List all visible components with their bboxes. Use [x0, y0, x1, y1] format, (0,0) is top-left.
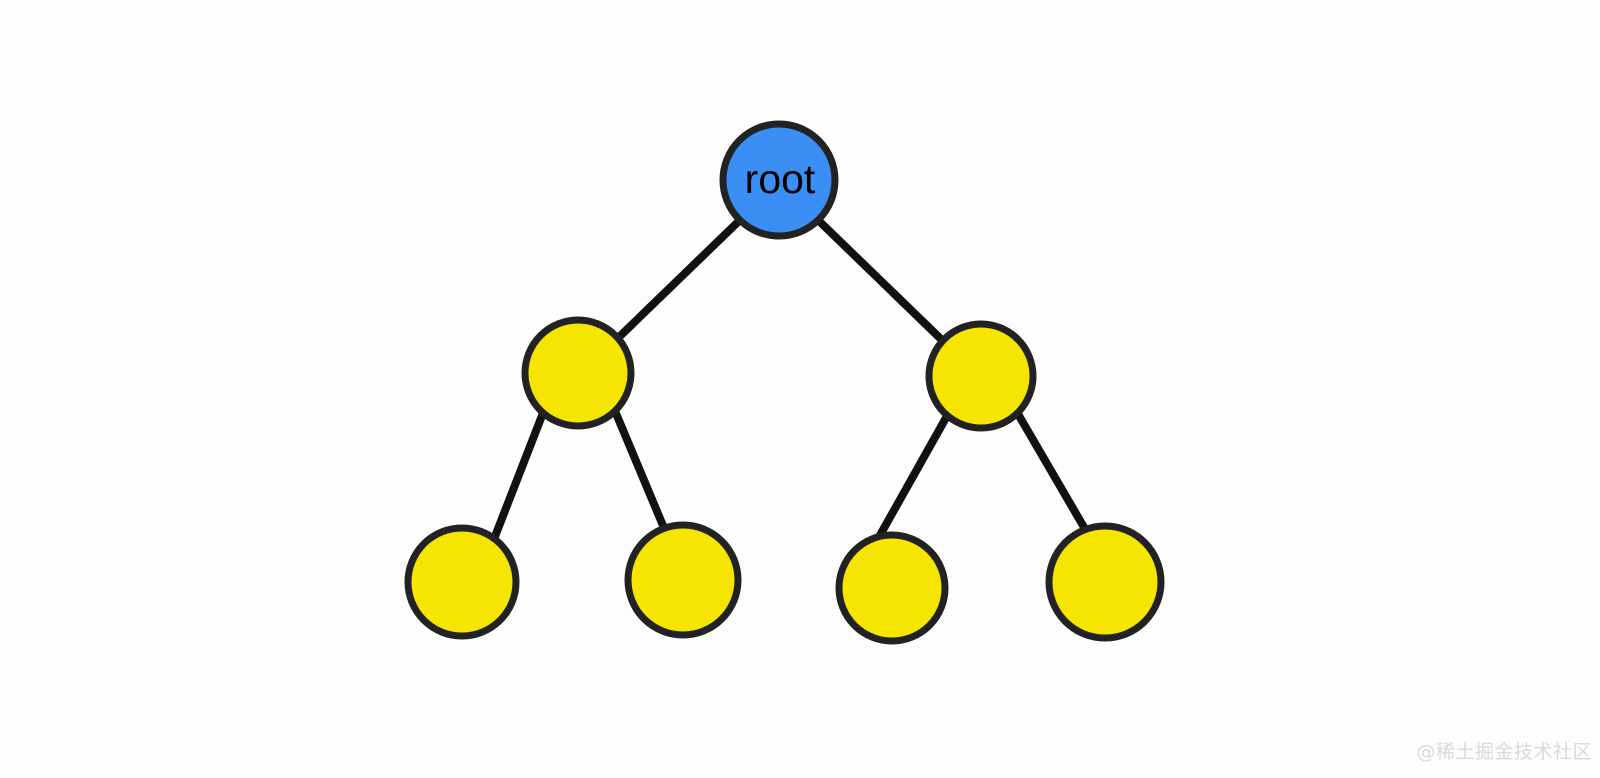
tree-node-n-rl[interactable] — [835, 531, 949, 645]
tree-edge-n-r-to-n-rl — [875, 414, 951, 539]
tree-edge-n-l-to-n-ll — [490, 411, 547, 541]
node-label-root: root — [745, 156, 816, 202]
tree-node-n-rr[interactable] — [1045, 522, 1165, 642]
node-circle-n-ll[interactable] — [404, 524, 520, 640]
tree-edge-n-l-to-n-lr — [611, 409, 668, 530]
node-circle-n-l[interactable] — [521, 316, 635, 430]
tree-node-n-ll[interactable] — [404, 524, 520, 640]
tree-edge-n-r-to-n-rr — [1014, 411, 1089, 532]
node-circle-root[interactable] — [719, 120, 839, 240]
tree-nodes-group: root — [404, 120, 1165, 645]
watermark-label: @稀土掘金技术社区 — [1416, 741, 1592, 763]
tree-edge-root-to-n-l — [613, 217, 743, 343]
tree-node-n-lr[interactable] — [624, 521, 742, 639]
tree-node-root[interactable]: root — [719, 120, 839, 240]
tree-edges-group — [490, 217, 1089, 541]
node-circle-n-rr[interactable] — [1045, 522, 1165, 642]
node-circle-n-lr[interactable] — [624, 521, 742, 639]
tree-node-n-r[interactable] — [925, 320, 1037, 432]
node-circle-n-rl[interactable] — [835, 531, 949, 645]
tree-node-n-l[interactable] — [521, 316, 635, 430]
node-circle-n-r[interactable] — [925, 320, 1037, 432]
tree-edge-root-to-n-r — [815, 217, 947, 345]
